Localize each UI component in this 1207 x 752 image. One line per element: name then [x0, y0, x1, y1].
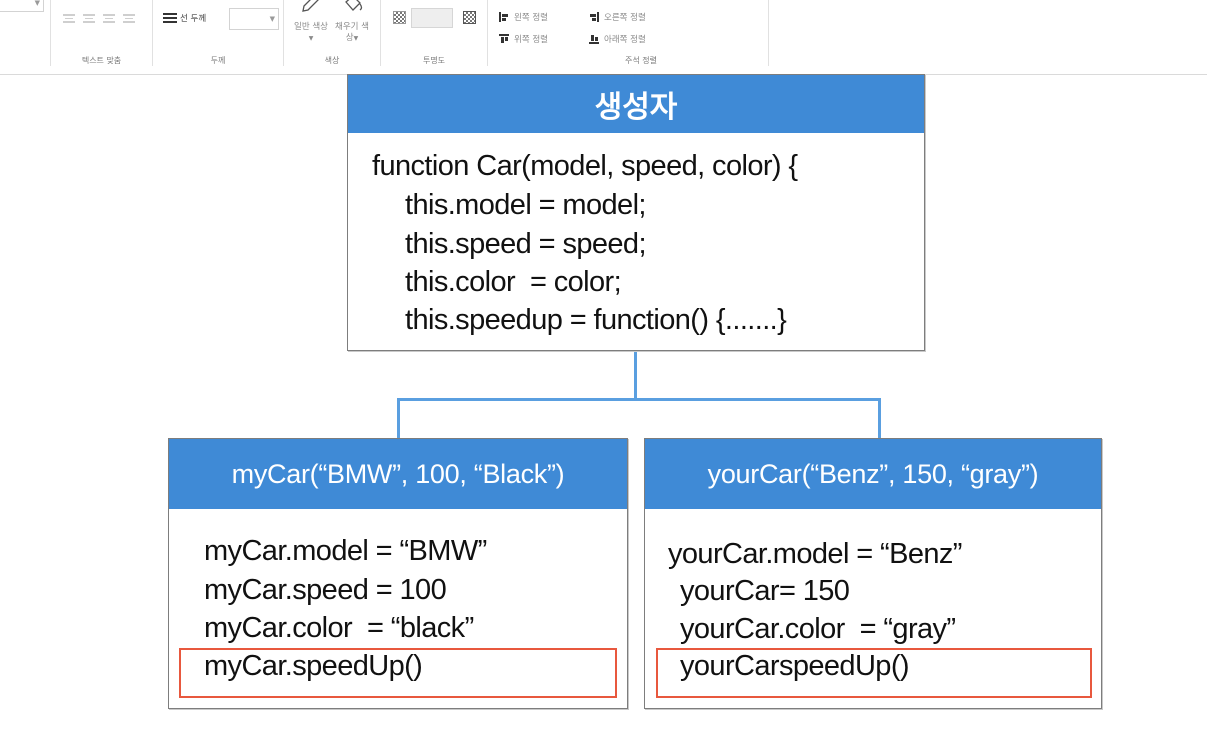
group-label-color: 색상: [324, 56, 340, 65]
align-left-text-icon[interactable]: [63, 14, 75, 23]
align-right-icon: [589, 12, 599, 22]
align-left-button[interactable]: 왼쪽 정렬: [514, 13, 548, 23]
instance-header-mycar: myCar(“BMW”, 100, “Black”): [169, 439, 627, 509]
transparency-picker-icon[interactable]: [463, 11, 476, 24]
align-right-button[interactable]: 오른쪽 정렬: [604, 13, 646, 23]
constructor-code-line: this.speedup = function() {.......}: [405, 304, 787, 336]
instance-box-mycar: myCar(“BMW”, 100, “Black”) myCar.model =…: [168, 438, 628, 709]
group-label-thickness: 두께: [210, 56, 226, 65]
ribbon-separator: [768, 0, 769, 66]
annotation-align-group: ▬▬▬▬▬ ▬▬▬▬▬▬▬ ▬▬▬ 왼쪽 정렬 오른쪽 정렬 위쪽 정렬 아래쪽…: [488, 0, 768, 68]
highlighted-method-call: yourCarspeedUp(): [680, 650, 910, 682]
connector-right-drop: [878, 398, 881, 440]
line-width-label[interactable]: 선 두께: [180, 14, 207, 24]
instance-code-line: yourCar.color = “gray”: [680, 613, 956, 645]
instance-title: myCar(“BMW”, 100, “Black”): [231, 458, 565, 489]
fill-bucket-icon[interactable]: [342, 0, 364, 14]
constructor-box: 생성자 function Car(model, speed, color) { …: [347, 74, 925, 351]
instance-code-line: myCar.speed = 100: [204, 574, 447, 606]
align-right-text-icon[interactable]: [103, 14, 115, 23]
highlight-box: [656, 648, 1092, 698]
ribbon-separator: [380, 0, 381, 66]
highlighted-method-call: myCar.speedUp(): [204, 650, 423, 682]
constructor-header: 생성자: [348, 75, 924, 133]
instance-code-line: yourCar= 150: [680, 575, 850, 607]
ribbon-separator: [50, 0, 51, 66]
fill-color-button[interactable]: 채우기 색상▼: [332, 22, 372, 44]
constructor-code-line: this.color = color;: [405, 266, 622, 298]
general-color-label: 일반 색상: [294, 22, 328, 32]
constructor-title: 생성자: [594, 90, 678, 125]
align-left-icon: [499, 12, 509, 22]
ribbon-separator: [283, 0, 284, 66]
connector-vertical-main: [634, 350, 637, 400]
cut-off-top-row: ▬▬▬▬▬ ▬▬▬▬▬▬▬ ▬▬▬: [498, 0, 648, 2]
align-top-icon: [499, 34, 509, 44]
pencil-icon[interactable]: [300, 0, 320, 14]
transparency-slider[interactable]: [411, 8, 453, 28]
fill-color-label: 채우기 색상: [335, 22, 369, 43]
general-color-button[interactable]: 일반 색상 ▼: [294, 22, 328, 44]
instance-code-line: yourCar.model = “Benz”: [668, 538, 962, 570]
highlight-box: [179, 648, 617, 698]
text-align-group: 텍스트 맞춤: [51, 0, 152, 68]
constructor-code-line: function Car(model, speed, color) {: [372, 150, 798, 182]
transparency-group: 투명도: [381, 0, 487, 68]
line-width-combo[interactable]: ▼: [229, 8, 279, 30]
line-width-icon[interactable]: [163, 13, 177, 24]
thickness-group: 선 두께 ▼ 두께: [153, 0, 283, 68]
constructor-code-line: this.speed = speed;: [405, 228, 647, 260]
connector-horizontal: [397, 398, 881, 401]
group-label-annotation-align: 주석 정렬: [625, 56, 657, 65]
instance-header-yourcar: yourCar(“Benz”, 150, “gray”): [645, 439, 1101, 509]
align-center-text-icon[interactable]: [83, 14, 95, 23]
connector-left-drop: [397, 398, 400, 440]
align-bottom-button[interactable]: 아래쪽 정렬: [604, 35, 646, 45]
font-size-combo[interactable]: ▼: [0, 0, 44, 12]
group-label-transparency: 투명도: [422, 56, 446, 65]
align-top-button[interactable]: 위쪽 정렬: [514, 35, 548, 45]
transparency-pattern-icon: [393, 11, 406, 24]
ribbon-separator: [487, 0, 488, 66]
chevron-down-icon: ▼: [308, 35, 314, 42]
instance-code-line: myCar.model = “BMW”: [204, 535, 487, 567]
justify-text-icon[interactable]: [123, 14, 135, 23]
instance-code-line: myCar.color = “black”: [204, 612, 474, 644]
instance-title: yourCar(“Benz”, 150, “gray”): [707, 458, 1039, 489]
group-label-text-align: 텍스트 맞춤: [81, 56, 122, 65]
chevron-down-icon: ▼: [269, 15, 275, 23]
color-group: 일반 색상▼ 채우기 색상▼ 색상: [284, 0, 380, 68]
ribbon-toolbar: ▼ 텍스트 맞춤 선 두께 ▼ 두께 일반 색상▼ 채우기 색상▼: [0, 0, 1207, 75]
align-bottom-icon: [589, 34, 599, 44]
ribbon-separator: [152, 0, 153, 66]
instance-box-yourcar: yourCar(“Benz”, 150, “gray”) yourCar.mod…: [644, 438, 1102, 709]
chevron-down-icon: ▼: [353, 35, 359, 42]
constructor-code-line: this.model = model;: [405, 189, 646, 221]
chevron-down-icon: ▼: [34, 0, 40, 7]
